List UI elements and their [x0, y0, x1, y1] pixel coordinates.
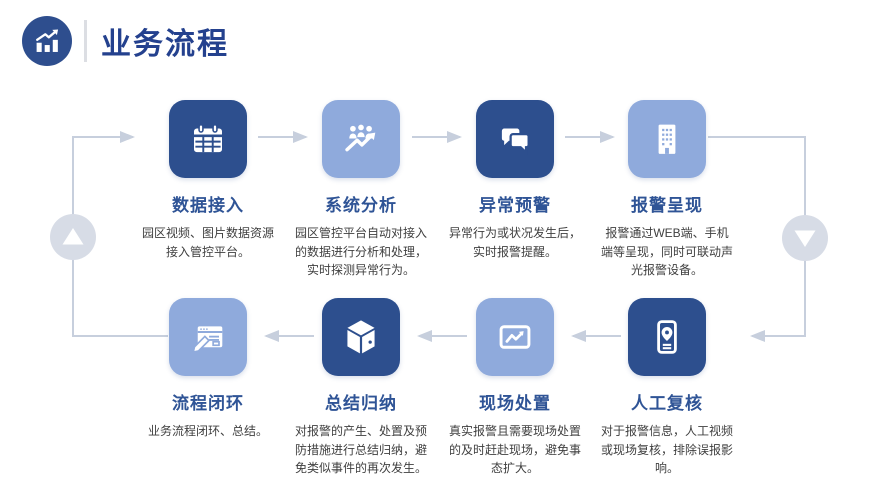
step-summary: 总结归纳 对报警的产生、处置及预防措施进行总结归纳，避免类似事件的再次发生。 — [279, 298, 443, 478]
step-anomaly-alert: 异常预警 异常行为或状况发生后，实时报警提醒。 — [433, 100, 597, 261]
step-system-analysis: 系统分析 园区管控平台自动对接入的数据进行分析和处理，实时探测异常行为。 — [279, 100, 443, 280]
step-manual-review: 人工复核 对于报警信息，人工视频或现场复核，排除误报影响。 — [585, 298, 749, 478]
step-title: 系统分析 — [325, 196, 397, 215]
step-alarm-presentation: 报警呈现 报警通过WEB端、手机端等呈现，同时可联动声光报警设备。 — [585, 100, 749, 280]
step-data-access: 数据接入 园区视频、图片数据资源接入管控平台。 — [126, 100, 290, 261]
step-tile — [169, 100, 247, 178]
document-edit-icon — [192, 326, 223, 354]
step-description: 园区管控平台自动对接入的数据进行分析和处理，实时探测异常行为。 — [294, 226, 427, 278]
step-tile — [322, 100, 400, 178]
step-tile — [169, 298, 247, 376]
header-divider — [84, 20, 87, 62]
chat-bubbles-icon — [501, 128, 530, 155]
step-process-loop: 流程闭环 业务流程闭环、总结。 — [126, 298, 290, 441]
step-tile — [476, 298, 554, 376]
step-tile — [628, 100, 706, 178]
step-tile — [476, 100, 554, 178]
step-description: 对于报警信息，人工视频或现场复核，排除误报影响。 — [600, 424, 733, 476]
logo-badge — [22, 16, 72, 66]
step-description: 报警通过WEB端、手机端等呈现，同时可联动声光报警设备。 — [600, 226, 733, 278]
package-box-icon — [347, 320, 375, 354]
triangle-up-icon — [62, 228, 84, 245]
step-title: 数据接入 — [172, 196, 244, 215]
step-title: 流程闭环 — [172, 394, 244, 413]
people-trend-icon — [345, 124, 376, 152]
screen-signal-icon — [499, 325, 531, 349]
slide-header: 业务流程 — [22, 16, 229, 66]
phone-location-icon — [657, 320, 677, 354]
step-description: 业务流程闭环、总结。 — [147, 424, 268, 438]
loop-node-up — [50, 214, 96, 260]
step-tile — [322, 298, 400, 376]
step-description: 对报警的产生、处置及预防措施进行总结归纳，避免类似事件的再次发生。 — [294, 424, 427, 476]
step-onsite-handling: 现场处置 真实报警且需要现场处置的及时赶赴现场，避免事态扩大。 — [433, 298, 597, 478]
triangle-down-icon — [794, 230, 816, 247]
step-title: 人工复核 — [631, 394, 703, 413]
page-title: 业务流程 — [101, 28, 229, 61]
calendar-icon — [194, 123, 222, 153]
step-description: 园区视频、图片数据资源接入管控平台。 — [141, 226, 274, 259]
bar-chart-growth-icon — [36, 29, 59, 52]
step-tile — [628, 298, 706, 376]
step-description: 异常行为或状况发生后，实时报警提醒。 — [448, 226, 581, 259]
step-title: 异常预警 — [479, 196, 551, 215]
step-description: 真实报警且需要现场处置的及时赶赴现场，避免事态扩大。 — [448, 424, 581, 476]
step-title: 报警呈现 — [631, 196, 703, 215]
step-title: 总结归纳 — [325, 394, 397, 413]
building-icon — [658, 124, 676, 154]
loop-node-down — [782, 215, 828, 261]
step-title: 现场处置 — [479, 394, 551, 413]
